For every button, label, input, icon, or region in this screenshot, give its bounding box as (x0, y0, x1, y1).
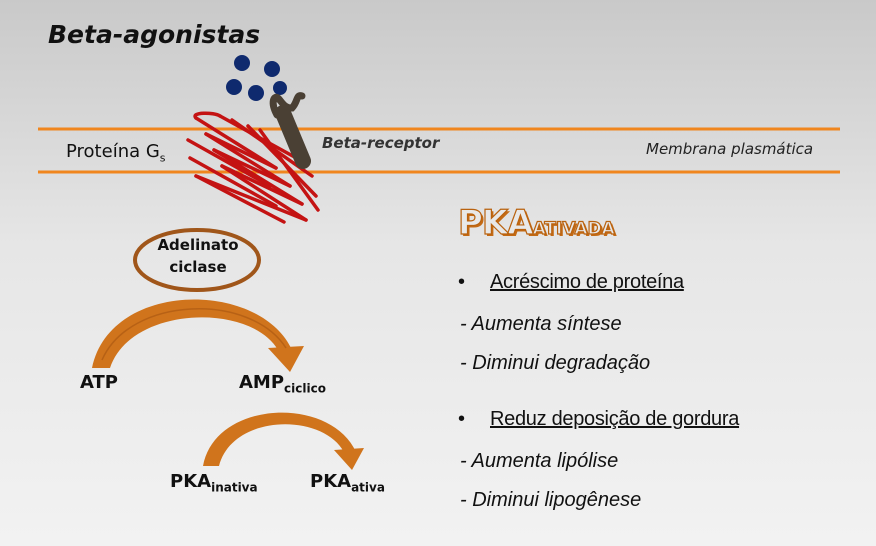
effect-fat-heading: • Reduz deposição de gordura (458, 408, 739, 431)
adenylate-line1: Adelinato (157, 236, 239, 254)
ligand-dot (234, 55, 250, 71)
ligand-dot (248, 85, 264, 101)
pka-active-label: PKAativa (310, 471, 385, 495)
amp-label: AMPciclico (239, 372, 326, 396)
amp-subscript: ciclico (284, 381, 326, 396)
arrow-pka-inactive-to-active (203, 412, 364, 470)
adenylate-cyclase-ring (133, 228, 261, 292)
protein-gs-text: Proteína G (66, 141, 160, 162)
pka-inactive-label: PKAinativa (170, 471, 258, 495)
arrow-atp-to-amp (92, 299, 304, 372)
pka-active-text: PKA (310, 471, 352, 492)
beta-receptor-shape (269, 92, 311, 169)
adenylate-line2: ciclase (169, 258, 227, 276)
effect-item: - Diminui lipogênese (460, 489, 642, 511)
pka-inactive-text: PKA (170, 471, 212, 492)
pka-heading-sub: ATIVADA (532, 218, 615, 239)
effect-item: - Diminui degradação (460, 352, 651, 374)
pka-activated-heading: PKAATIVADA (457, 202, 615, 243)
page-title: Beta-agonistas (48, 20, 261, 49)
atp-label: ATP (80, 372, 119, 393)
ligand-molecules (226, 55, 287, 101)
protein-gs-subscript: s (159, 151, 166, 165)
ligand-dot (273, 81, 287, 95)
effect-protein-heading: • Acréscimo de proteína (458, 271, 684, 294)
amp-text: AMP (239, 372, 285, 393)
protein-gs-label: Proteína Gs (66, 141, 166, 165)
ligand-dot (264, 61, 280, 77)
effect-protein-label: Acréscimo de proteína (490, 271, 684, 293)
effect-item: - Aumenta lipólise (460, 450, 619, 472)
adenylate-cyclase-label: Adelinato ciclase (136, 234, 260, 278)
membrane-label: Membrana plasmática (646, 140, 814, 158)
ligand-dot (226, 79, 242, 95)
pka-heading-main: PKA (457, 202, 534, 243)
bullet-icon: • (458, 271, 465, 293)
bullet-icon: • (458, 408, 465, 430)
pka-inactive-subscript: inativa (211, 480, 258, 495)
beta-receptor-label: Beta-receptor (322, 134, 440, 152)
effect-fat-label: Reduz deposição de gordura (490, 408, 740, 430)
pka-active-subscript: ativa (351, 480, 385, 495)
effect-item: - Aumenta síntese (460, 313, 622, 335)
